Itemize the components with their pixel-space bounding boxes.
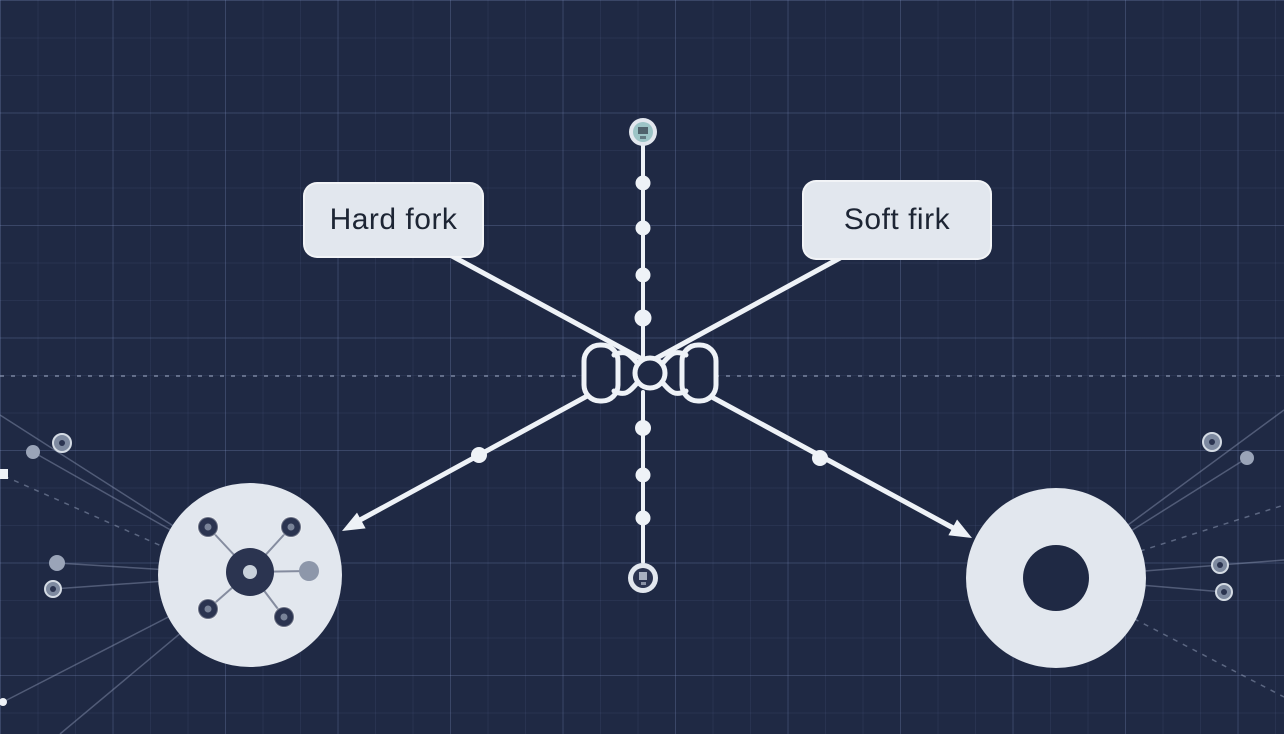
satellite-node-glyph [1209, 439, 1215, 445]
chain-block-dot [635, 267, 651, 283]
branch-dot [471, 447, 487, 463]
peer-node-icon [197, 598, 219, 620]
fork-junction-icon [581, 342, 719, 404]
satellite-node-glyph [1217, 562, 1223, 568]
hard-fork-label: Hard fork [303, 182, 484, 258]
arrowhead-left-icon [342, 512, 366, 531]
chain-block-dot [635, 510, 651, 526]
right-satellite-dots [1202, 432, 1254, 601]
satellite-node-glyph [59, 440, 65, 446]
satellite-node-glyph [50, 586, 56, 592]
satellite-dot [49, 555, 65, 571]
hub-network-icon [158, 483, 342, 667]
satellite-dot [26, 445, 40, 459]
peer-node-icon [299, 561, 319, 581]
satellite-node-glyph [1221, 589, 1227, 595]
branch-dot [812, 450, 828, 466]
arrowhead-right-icon [948, 519, 972, 538]
chain-block-dot [635, 467, 651, 483]
edge-marker-dot [0, 698, 7, 706]
peer-node-icon [197, 516, 219, 538]
peer-node-icon [280, 516, 302, 538]
edge-marker-icon [0, 469, 8, 479]
ring-hole [1023, 545, 1089, 611]
soft-fork-label-text: Soft firk [843, 203, 951, 236]
chain-block-dot [635, 220, 651, 236]
terminal-block-icon [628, 563, 658, 593]
block-chain [628, 118, 658, 593]
hard-fork-label-text: Hard fork [329, 203, 458, 236]
chain-block-dot [634, 309, 652, 327]
peer-node-icon [273, 606, 295, 628]
soft-fork-label: Soft firk [802, 180, 992, 260]
left-satellite-dots [0, 433, 72, 706]
genesis-block-icon [629, 118, 657, 146]
satellite-dot [1240, 451, 1254, 465]
branch-lines [342, 253, 972, 538]
chain-block-dot [635, 420, 651, 436]
ring-node-icon [966, 488, 1146, 668]
chain-block-dot [635, 175, 651, 191]
hub-center-dot [243, 565, 257, 579]
